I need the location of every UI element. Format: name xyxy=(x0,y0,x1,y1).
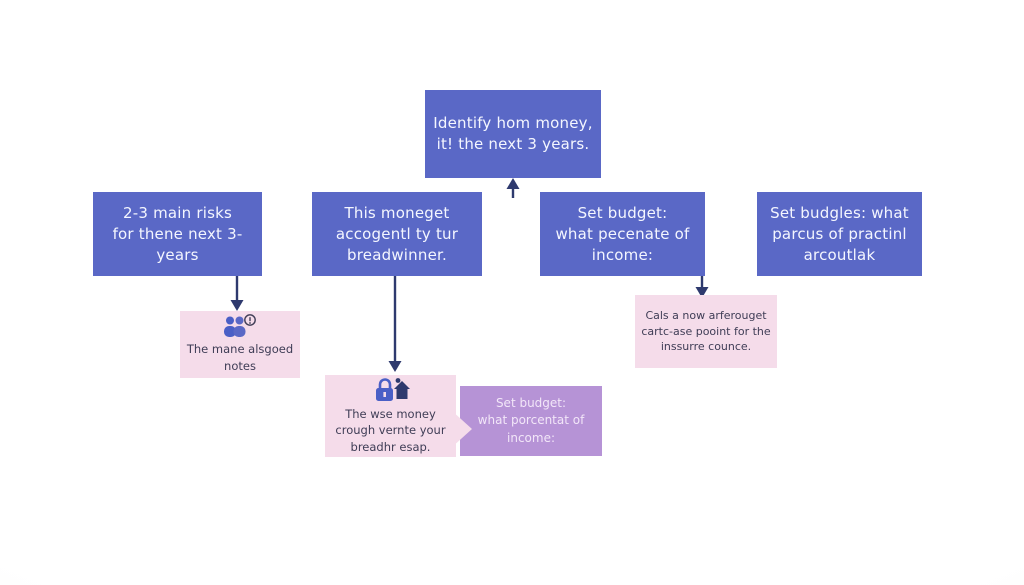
node-budget-income: Set budget: what porcentat of income: xyxy=(460,386,602,456)
node-identify: Identify hom money, it! the next 3 years… xyxy=(425,90,601,178)
node-money-use: The wse money crough vernte your breadhr… xyxy=(325,375,456,457)
node-insurance-counce: Cals a now arferouget cartc-ase pooint f… xyxy=(635,295,777,368)
arrow-moneget-to-money-use xyxy=(388,276,402,372)
node-moneget-breadwinner: This moneget accogentl ty tur breadwinne… xyxy=(312,192,482,276)
lock-home-icon xyxy=(371,377,411,403)
arrow-up-to-identify xyxy=(506,178,520,198)
people-alert-icon xyxy=(221,314,259,338)
chevron-right-connector xyxy=(451,410,472,448)
node-mane-notes: The mane alsgoed notes xyxy=(180,311,300,378)
arrow-risks-to-notes xyxy=(230,276,244,311)
node-main-risks: 2-3 main risks for thene next 3- years xyxy=(93,192,262,276)
node-set-budgles: Set budgles: what parcus of practinl arc… xyxy=(757,192,922,276)
node-set-budget: Set budget: what pecenate of income: xyxy=(540,192,705,276)
node-money-use-label: The wse money crough vernte your breadhr… xyxy=(335,406,446,454)
node-mane-notes-label: The mane alsgoed notes xyxy=(186,342,294,373)
